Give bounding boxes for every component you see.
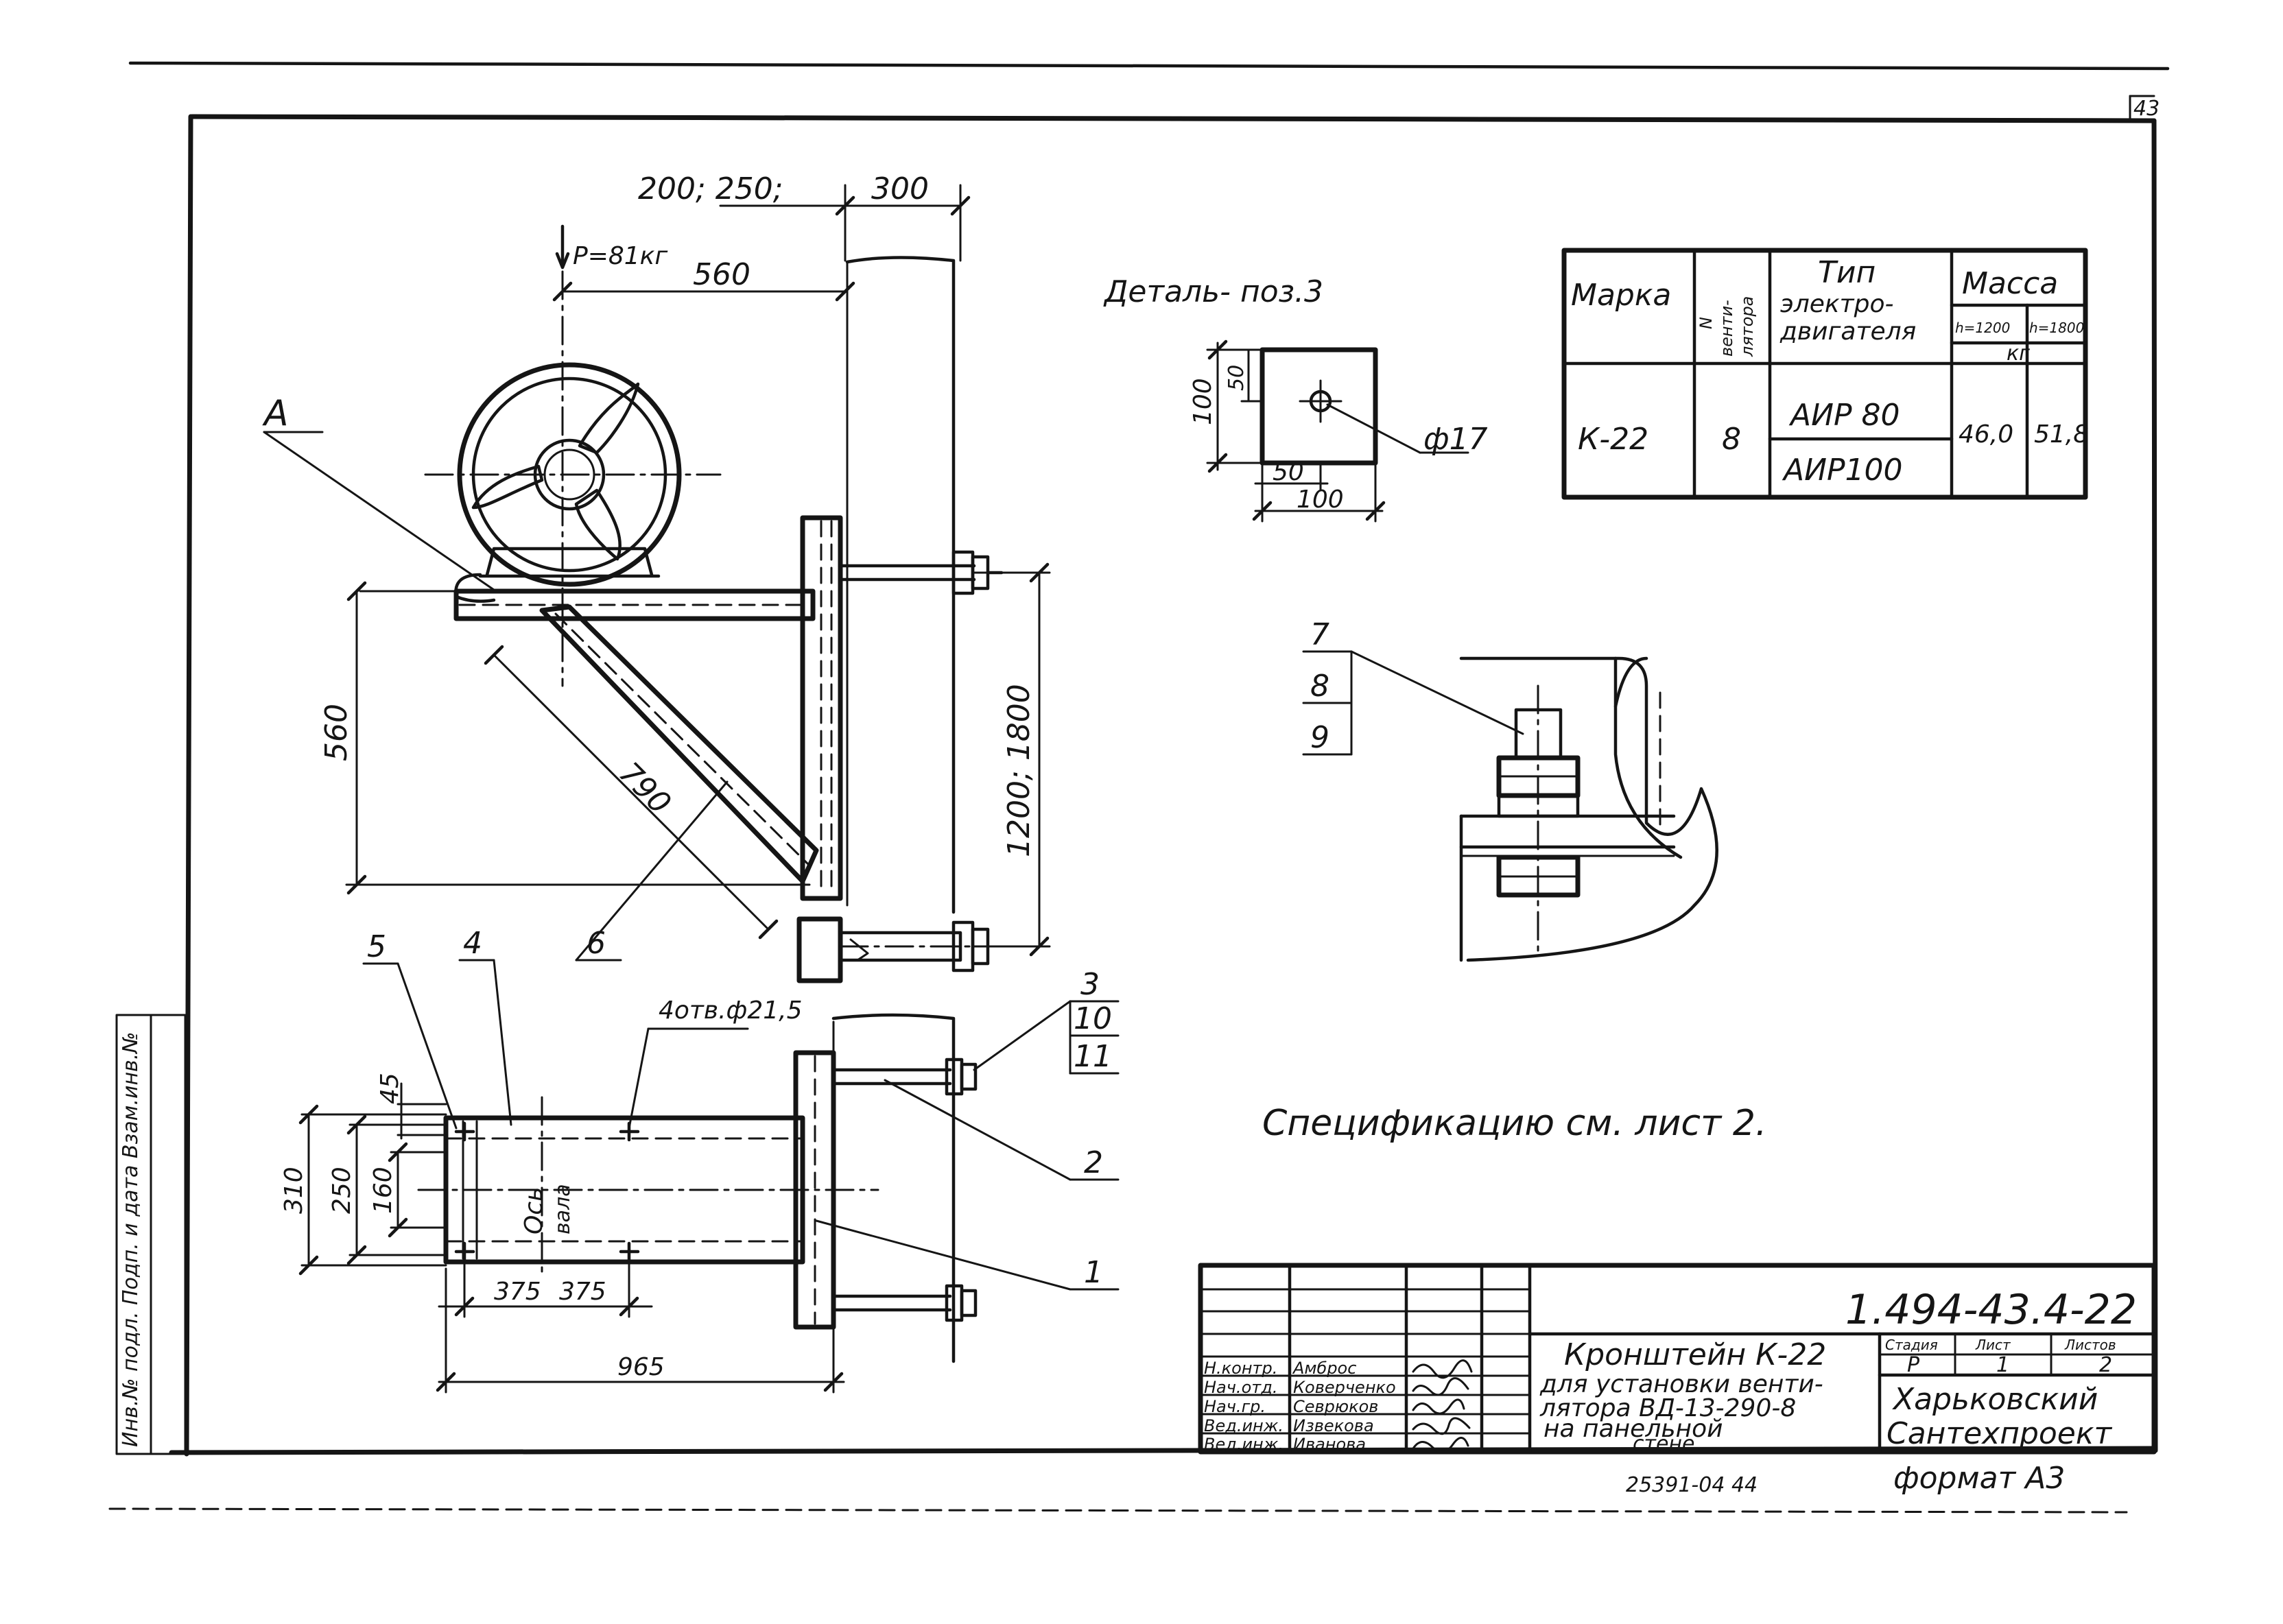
drawing-code: 1.494-43.4-22 [1845, 1286, 2137, 1334]
role-5: Вед.инж. [1204, 1435, 1284, 1454]
position-2: 2 [1084, 1145, 1103, 1180]
table-fan-number: 8 [1722, 422, 1741, 457]
mass-table [1561, 248, 2088, 500]
footer-number: 25391-04 44 [1626, 1473, 1758, 1497]
title-line-1: Кронштейн К-22 [1564, 1337, 1826, 1372]
dim-560-top: 560 [693, 257, 750, 292]
position-11: 11 [1074, 1039, 1112, 1074]
side-stamp: Инв.№ подл. Подп. и дата Взам.инв.№ [119, 1032, 143, 1447]
table-motor-2: АИР100 [1782, 453, 1903, 488]
wall-section [845, 256, 956, 914]
sheet-format: формат А3 [1893, 1461, 2065, 1496]
dim-160: 160 [369, 1167, 397, 1214]
axis-label-2: вала [551, 1184, 575, 1234]
detail-a-bolt [1302, 650, 1718, 962]
position-1: 1 [1084, 1255, 1103, 1290]
dim-250: 250 [328, 1167, 356, 1214]
dim-310: 310 [280, 1167, 308, 1214]
detail-hole: ф17 [1423, 422, 1488, 457]
dim-560-left: 560 [319, 704, 354, 761]
dim-45: 45 [376, 1073, 404, 1104]
role-1: Н.контр. [1204, 1359, 1277, 1378]
position-6: 6 [587, 926, 606, 961]
load-label: P=81кг [573, 242, 668, 270]
drawing-frame [108, 61, 2170, 1514]
table-header-tip3: двигателя [1779, 318, 1916, 346]
table-mass-1800: 51,8 [2034, 420, 2089, 449]
header-stadia: Стадия [1885, 1337, 1938, 1353]
organization-line-2: Сантехпроект [1886, 1416, 2112, 1451]
side-view-dimensions [263, 184, 1051, 962]
value-listov: 2 [2099, 1353, 2112, 1377]
table-header-marka: Марка [1571, 278, 1671, 313]
leader-a-label: A [262, 393, 289, 434]
table-header-tip1: Тип [1818, 255, 1876, 290]
name-5: Иванова [1293, 1435, 1366, 1454]
detail-dim-50-v: 50 [1225, 365, 1249, 391]
dim-375-b: 375 [559, 1278, 606, 1306]
table-header-kg: кг [2007, 342, 2030, 366]
detail-title: Деталь- поз.3 [1103, 274, 1323, 309]
name-1: Амброс [1292, 1359, 1356, 1378]
value-list: 1 [1996, 1353, 2009, 1377]
position-4: 4 [463, 926, 482, 961]
diagonal-brace [539, 604, 819, 884]
table-header-h1200: h=1200 [1955, 320, 2010, 336]
plan-view [417, 1013, 978, 1363]
wall-plate [800, 515, 843, 901]
position-7: 7 [1310, 617, 1329, 652]
dim-790: 790 [612, 756, 677, 821]
detail-dim-100-h: 100 [1297, 486, 1344, 514]
axis-label-1: Ось [520, 1187, 548, 1234]
signatures [1412, 1359, 1473, 1453]
header-listov: Листов [2064, 1337, 2116, 1353]
table-header-h1800: h=1800 [2029, 320, 2084, 336]
position-9: 9 [1310, 720, 1329, 755]
title-line-2: для установки венти- [1539, 1370, 1823, 1398]
sheet-number: 43 [2133, 97, 2160, 121]
table-header-n1: N [1696, 317, 1716, 329]
table-motor-1: АИР 80 [1788, 398, 1900, 433]
title-line-5: стене. [1633, 1432, 1701, 1456]
organization-line-1: Харьковский [1892, 1382, 2098, 1417]
fan-blade-3 [471, 464, 544, 510]
detail-plate [1206, 339, 1469, 523]
title-line-3: лятора ВД-13-290-8 [1539, 1394, 1796, 1422]
role-2: Нач.отд. [1204, 1378, 1277, 1397]
name-2: Коверченко [1293, 1378, 1396, 1397]
detail-dim-100-v: 100 [1189, 378, 1217, 425]
table-header-massa: Масса [1962, 266, 2058, 301]
table-header-n3: лятора [1738, 296, 1757, 357]
dim-375-a: 375 [494, 1278, 541, 1306]
table-marka: К-22 [1578, 422, 1648, 457]
position-8: 8 [1310, 669, 1329, 704]
specification-note: Спецификацию см. лист 2. [1262, 1103, 1766, 1144]
table-header-n2: венти- [1717, 300, 1736, 357]
holes-label: 4отв.ф21,5 [659, 996, 803, 1025]
fan-blade-1 [578, 382, 640, 455]
name-4: Извекова [1293, 1416, 1374, 1435]
table-mass-1200: 46,0 [1959, 420, 2013, 449]
table-header-tip2: электро- [1780, 290, 1894, 318]
value-stadia: Р [1907, 1353, 1920, 1377]
side-view [359, 225, 1010, 983]
plan-view-dimensions [298, 959, 1120, 1394]
dim-1200-1800: 1200; 1800 [1002, 684, 1037, 857]
dim-top-2: 300 [871, 171, 929, 206]
name-3: Севрюков [1293, 1397, 1378, 1416]
detail-dim-50-h: 50 [1273, 458, 1304, 486]
role-4: Вед.инж. [1204, 1416, 1284, 1435]
position-3: 3 [1080, 967, 1100, 1002]
role-3: Нач.гр. [1204, 1397, 1266, 1416]
position-5: 5 [367, 929, 386, 964]
dim-top-1: 200; 250; [638, 171, 783, 206]
header-list: Лист [1975, 1337, 2011, 1353]
title-block [1198, 1263, 2157, 1455]
dim-965: 965 [617, 1353, 665, 1381]
fan-blade-2 [574, 488, 622, 561]
title-line-4: на панельной [1543, 1415, 1723, 1443]
position-10: 10 [1074, 1001, 1112, 1036]
